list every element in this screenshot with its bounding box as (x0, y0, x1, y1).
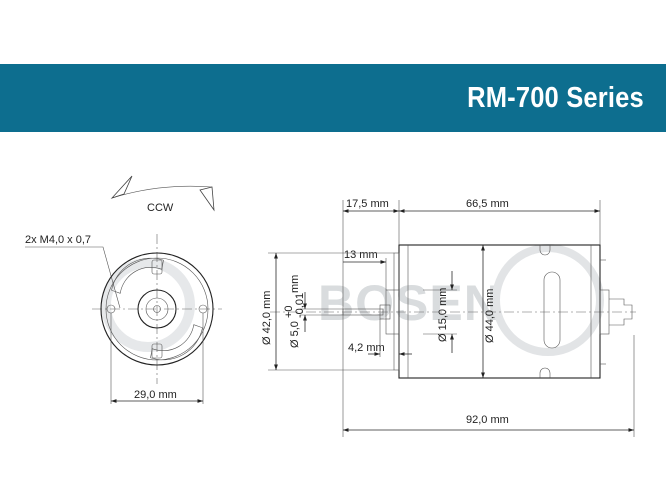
screw-label: 2x M4,0 x 0,7 (25, 234, 91, 246)
front-vent-top (151, 259, 163, 275)
front-slot-upper (111, 257, 164, 294)
boss-length-label: 13 mm (344, 249, 378, 261)
body-length-label: 66,5 mm (466, 198, 509, 210)
boss-offset-label: 4,2 mm (348, 342, 385, 354)
screw-leader (25, 246, 121, 309)
watermark-text: BOSEN (318, 275, 501, 331)
front-vent-bottom (151, 343, 163, 359)
overall-length-label: 92,0 mm (466, 414, 509, 426)
body-dia-label: Ø 44,0 mm (484, 289, 496, 343)
shaft-tol-lower: -0,01 (294, 293, 306, 318)
front-outer-circle (100, 252, 214, 366)
boss-step (379, 304, 391, 320)
flange-dia-label: Ø 42,0 mm (261, 291, 273, 345)
shaft-extension-label: 17,5 mm (346, 198, 389, 210)
front-boss (137, 289, 177, 329)
ccw-arrow-tail (199, 186, 215, 212)
body-window (543, 271, 561, 349)
ccw-arc (111, 185, 213, 199)
shaft-dia-label-group: Ø 5,0 +0 -0,01 mm (283, 275, 306, 348)
rear-terminal (609, 298, 633, 326)
shaft-tol-upper: +0 (283, 305, 295, 318)
watermark-logo: BOSEN (101, 244, 604, 356)
front-boss-inner (145, 297, 169, 321)
front-shaft (153, 305, 161, 313)
front-slot-lower (150, 324, 203, 361)
body-notch-top (539, 245, 551, 256)
rear-brush-holder (599, 289, 610, 335)
front-inner-circle (105, 257, 209, 361)
shaft-dia-unit: mm (289, 275, 301, 293)
watermark-ring (492, 244, 604, 356)
front-boss-side (385, 289, 400, 335)
hole-spacing-label: 29,0 mm (134, 389, 177, 401)
ccw-arrow-head (110, 175, 133, 199)
page-title: RM-700 Series (467, 82, 644, 114)
front-view: CCW 2x M4,0 x 0,7 29,0 mm (25, 175, 222, 404)
body-notch-bottom (539, 367, 551, 378)
header-banner: RM-700 Series (0, 64, 666, 132)
rotation-label: CCW (147, 202, 174, 214)
side-view: 17,5 mm 66,5 mm 13 mm Ø 42,0 mm Ø 5,0 +0… (261, 198, 636, 437)
shaft-dia-label: Ø 5,0 (289, 321, 301, 348)
boss-dia-label: Ø 15,0 mm (437, 288, 449, 342)
